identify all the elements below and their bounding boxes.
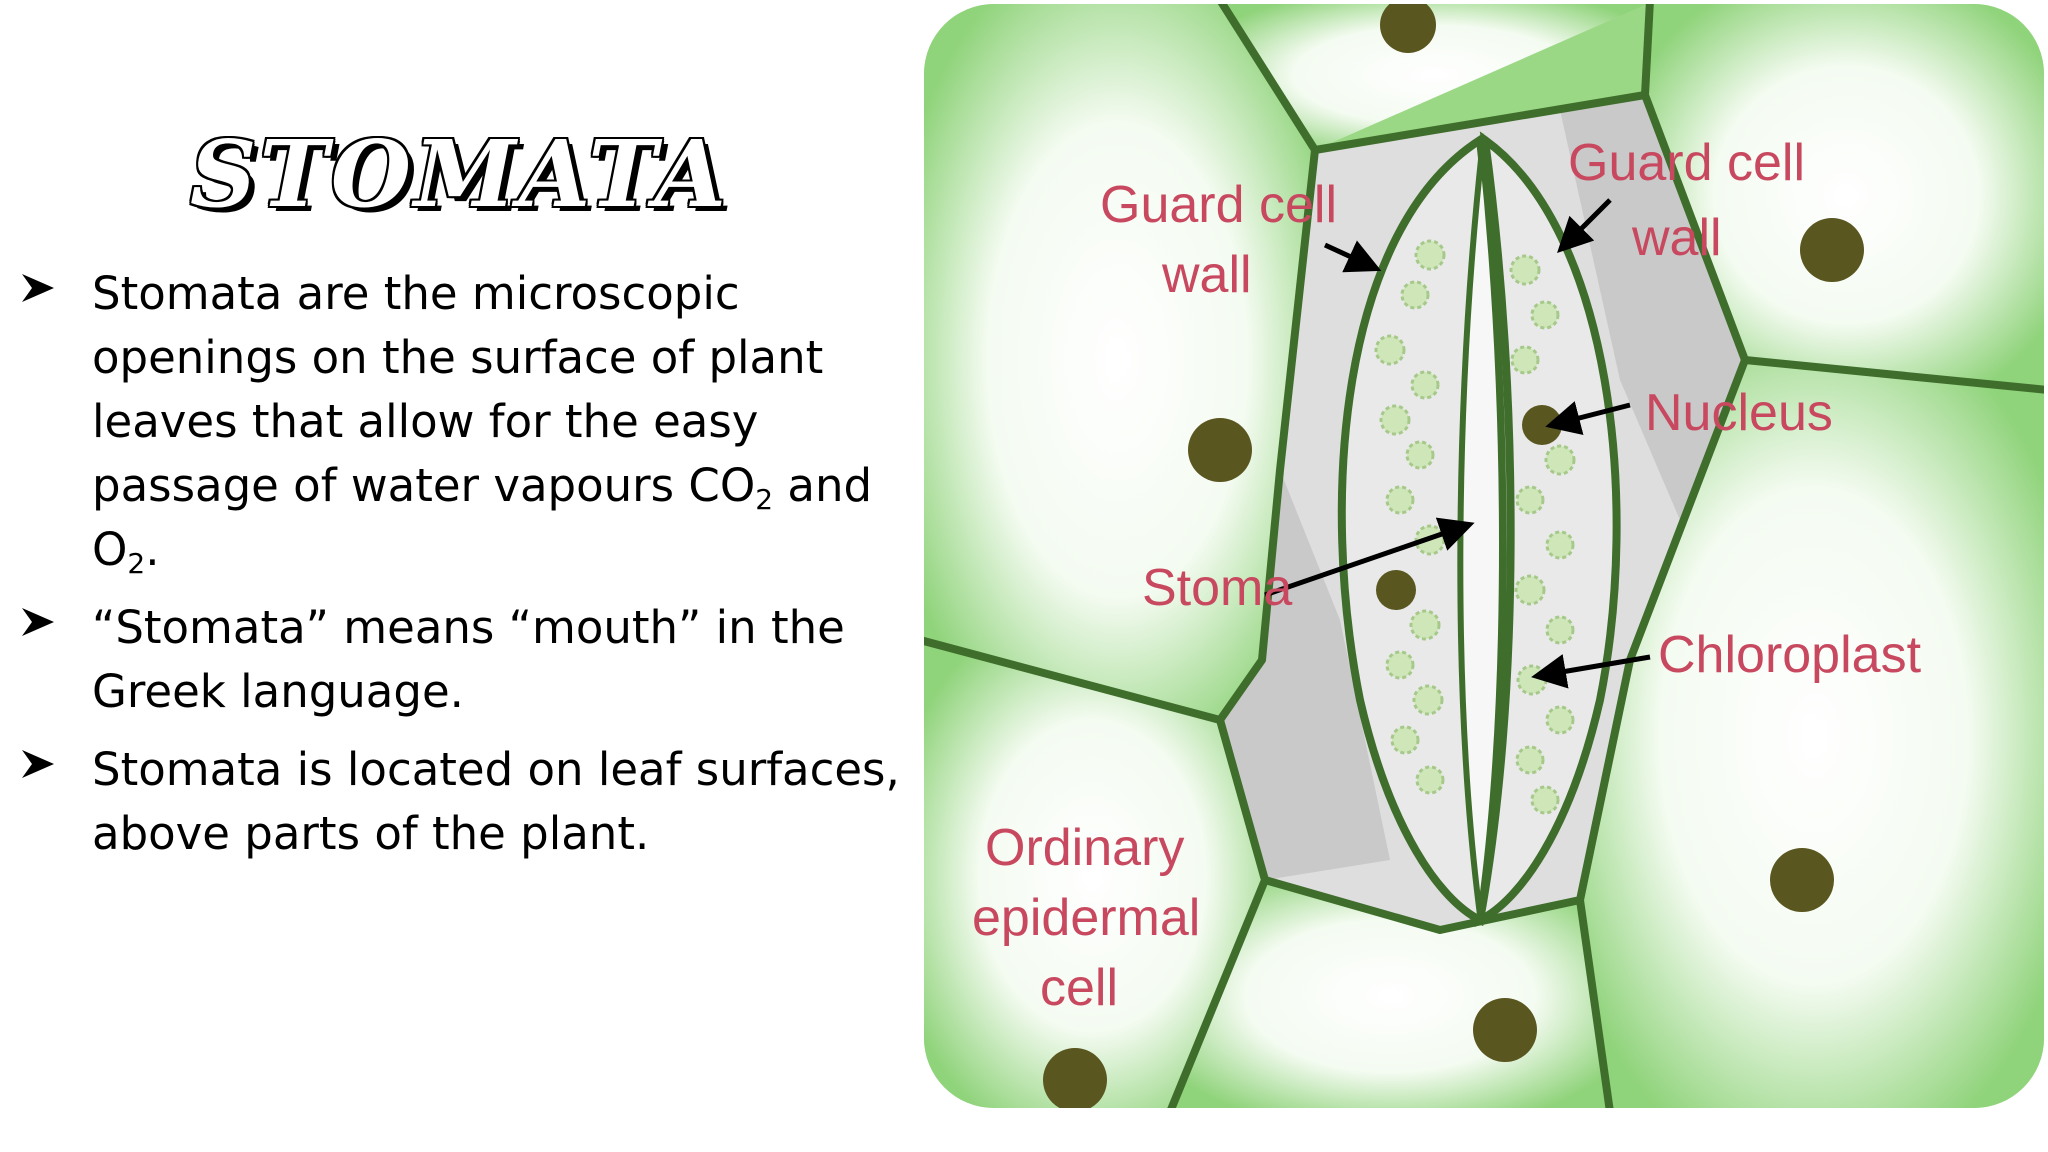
nucleus-right-top <box>1800 218 1864 282</box>
epidermal-cell-bottom-left <box>924 640 1265 1108</box>
label-guard-cell-wall-left: Guard cell <box>1100 176 1337 234</box>
nucleus-top <box>1380 4 1436 53</box>
arrowhead-bullet-icon <box>22 750 54 778</box>
epidermal-cell-top <box>1220 4 1650 150</box>
bullet-item-1: Stomata are the microscopic openings on … <box>0 262 905 582</box>
nucleus-bottom <box>1473 998 1537 1062</box>
o2-subscript: 2 <box>127 547 146 580</box>
label-stoma: Stoma <box>1142 559 1292 617</box>
label-nucleus: Nucleus <box>1645 384 1833 442</box>
label-epidermal: epidermal <box>972 889 1200 947</box>
label-guard-cell-wall-right: Guard cell <box>1568 134 1805 192</box>
label-cell: cell <box>1040 959 1118 1017</box>
arrowhead-bullet-icon <box>22 274 54 302</box>
nucleus-guard-left <box>1376 570 1416 610</box>
bullet-item-2: “Stomata” means “mouth” in the Greek lan… <box>0 596 905 724</box>
bullet-list: Stomata are the microscopic openings on … <box>0 262 905 880</box>
label-guard-cell-wall-right-2: wall <box>1631 209 1722 267</box>
bullet-3-text: Stomata is located on leaf surfaces, abo… <box>92 743 900 860</box>
stoma-pore <box>1457 149 1505 916</box>
epidermal-cell-top-right <box>1645 4 2044 390</box>
label-ordinary: Ordinary <box>985 819 1184 877</box>
nucleus-left <box>1188 418 1252 482</box>
label-guard-cell-wall-left-2: wall <box>1161 246 1252 304</box>
guard-cell-right <box>1474 131 1621 928</box>
bullet-1-text-end: . <box>145 523 160 576</box>
nucleus-bottom-left <box>1043 1048 1107 1108</box>
bullet-item-3: Stomata is located on leaf surfaces, abo… <box>0 738 905 866</box>
arrowhead-bullet-icon <box>22 608 54 636</box>
epidermal-cell-right <box>1580 360 2044 1108</box>
stomata-diagram: Guard cell wall Guard cell wall Nucleus … <box>924 4 2044 1108</box>
nuclei <box>1043 4 1864 1108</box>
cell-walls <box>924 4 2044 1108</box>
epidermal-cell-left <box>924 4 1315 720</box>
nucleus-right-bottom <box>1770 848 1834 912</box>
shadow-region-left <box>1220 470 1390 880</box>
label-chloroplast: Chloroplast <box>1658 626 1922 684</box>
bullet-2-text: “Stomata” means “mouth” in the Greek lan… <box>92 601 845 718</box>
slide-title: STOMATA <box>190 120 730 228</box>
chloroplasts <box>1374 239 1576 815</box>
label-arrows <box>1264 198 1651 689</box>
bullet-1-text: Stomata are the microscopic openings on … <box>92 267 824 512</box>
co2-subscript: 2 <box>755 483 774 516</box>
bullet-1-text-mid: and O <box>92 459 873 576</box>
